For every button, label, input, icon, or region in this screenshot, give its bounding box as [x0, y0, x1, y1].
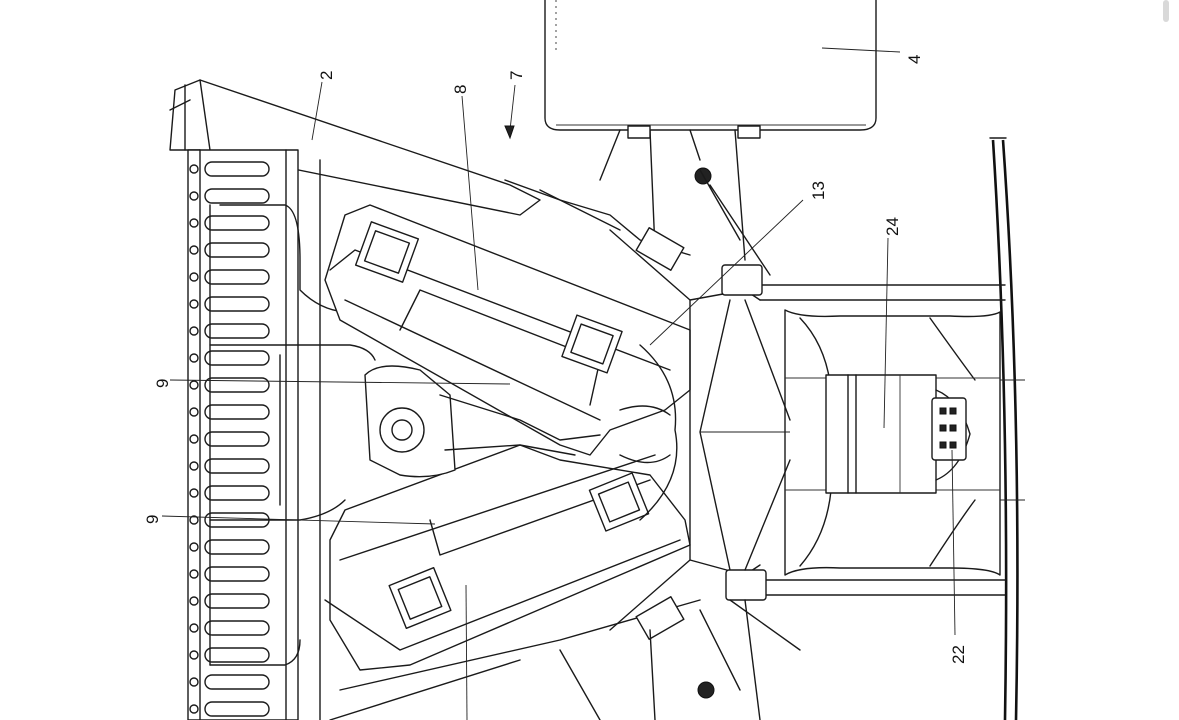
vent-slot	[204, 296, 270, 312]
bolt-icon	[189, 245, 199, 255]
bolt-icon	[189, 596, 199, 606]
numeral-4: 4	[905, 55, 924, 64]
numeral-2: 2	[317, 71, 336, 80]
numeral-9-upper: 9	[153, 379, 172, 388]
bolt-icon	[189, 326, 199, 336]
lower-struts	[559, 599, 801, 720]
numeral-7: 7	[507, 71, 526, 80]
vent-slot	[204, 566, 270, 582]
v-bracket	[609, 227, 791, 640]
vent-slot	[204, 431, 270, 447]
bolt-icon	[189, 191, 199, 201]
vent-slot	[204, 674, 270, 690]
vent-slot	[204, 242, 270, 258]
central-hub	[364, 344, 678, 521]
bolt-icon	[189, 488, 199, 498]
bolt-icon	[189, 218, 199, 228]
connector-22	[931, 379, 1025, 501]
element-24	[825, 374, 971, 494]
bolt-icon	[189, 650, 199, 660]
vent-slot	[204, 485, 270, 501]
bolt-icon	[189, 164, 199, 174]
vent-slot	[204, 161, 270, 177]
bolt-icon	[189, 380, 199, 390]
bolt-icon	[189, 515, 199, 525]
bolt-icon	[189, 461, 199, 471]
vent-slot	[204, 620, 270, 636]
numeral-13: 13	[809, 181, 828, 200]
bolt-icon	[189, 407, 199, 417]
leader-lines	[161, 47, 956, 720]
pod-8-lower	[324, 444, 701, 720]
reference-numerals: 2 4 7 8 9 9 13 24 22	[143, 55, 968, 664]
vent-slot	[204, 323, 270, 339]
cylinder-body-4	[544, 0, 877, 276]
pod-8-upper	[324, 179, 691, 456]
bolt-icon	[189, 434, 199, 444]
inner-frame	[209, 204, 376, 666]
bolt-icon	[189, 542, 199, 552]
wing-beam	[989, 137, 1019, 720]
vent-slot	[204, 458, 270, 474]
vent-slot	[204, 404, 270, 420]
vent-slot	[204, 350, 270, 366]
vent-slot	[204, 377, 270, 393]
vent-slot	[204, 647, 270, 663]
numeral-24: 24	[883, 217, 902, 236]
scrollbar-thumb[interactable]	[1163, 0, 1169, 22]
bolt-icon	[189, 272, 199, 282]
bolt-icon	[189, 353, 199, 363]
bolt-icon	[189, 704, 199, 714]
vent-slot	[204, 269, 270, 285]
numeral-22: 22	[949, 645, 968, 664]
numeral-9-lower: 9	[143, 515, 162, 524]
bolt-icon	[189, 299, 199, 309]
numeral-8-upper: 8	[451, 85, 470, 94]
bolt-icon	[189, 569, 199, 579]
vent-slot	[204, 593, 270, 609]
bolt-icon	[189, 677, 199, 687]
vent-slot	[204, 215, 270, 231]
vent-slot	[204, 701, 270, 717]
bolt-icon	[189, 623, 199, 633]
vent-slot	[204, 539, 270, 555]
vent-slot	[204, 188, 270, 204]
